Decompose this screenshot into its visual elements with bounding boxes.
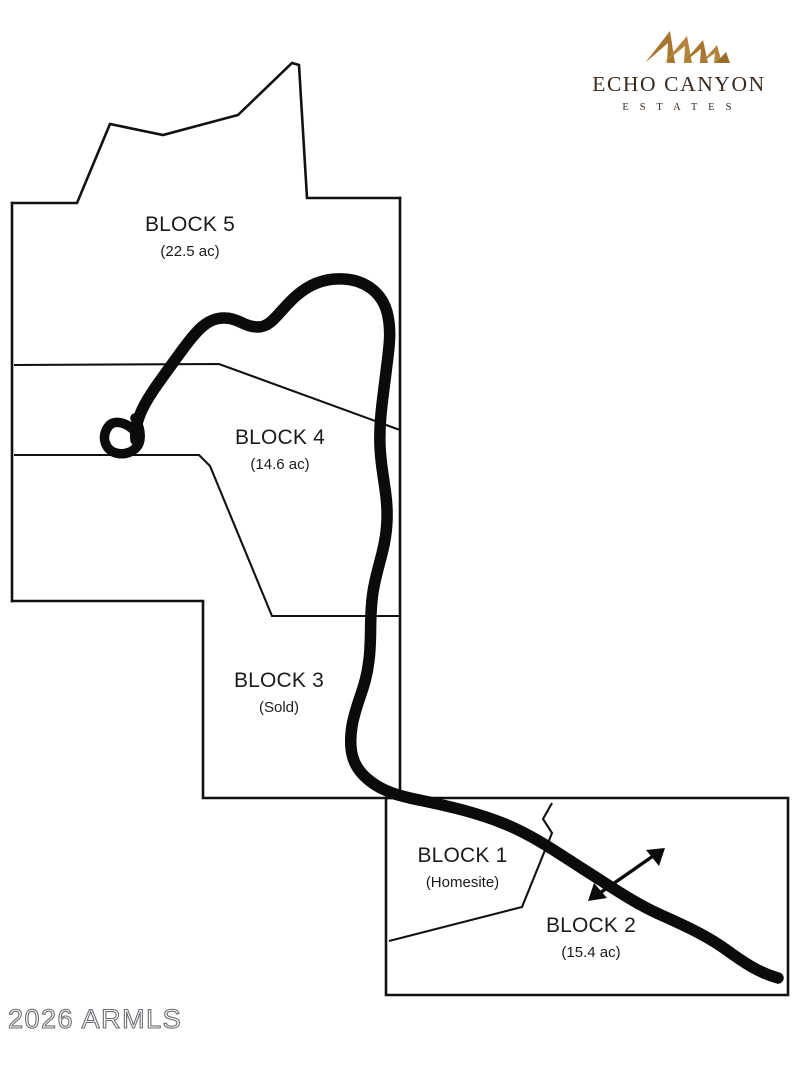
block-4-west-boundary [14, 453, 400, 618]
block-label-block-4: BLOCK 4 (14.6 ac) [214, 425, 346, 474]
block-3-status: (Sold) [258, 698, 299, 716]
brand-logo: ECHO CANYON E S T A T E S [567, 11, 791, 124]
mountain-peaks-icon [645, 31, 730, 63]
block-3-west-boundary [10, 599, 402, 800]
brand-subtitle: E S T A T E S [622, 102, 736, 113]
block-2-acreage: (15.4 ac) [561, 943, 621, 961]
access-road [129, 273, 784, 984]
block-4-title: BLOCK 4 [234, 426, 326, 449]
direction-arrow-shaft [596, 852, 657, 897]
brand-name: ECHO CANYON [592, 72, 766, 96]
block-1-title: BLOCK 1 [417, 844, 508, 867]
direction-arrow [588, 848, 665, 901]
block-1-2-boundary [384, 796, 790, 997]
direction-arrow-head-sw [588, 883, 607, 901]
block-2-title: BLOCK 2 [545, 914, 637, 937]
block-5-title: BLOCK 5 [144, 213, 236, 236]
cul-de-sac-loop [99, 413, 145, 459]
block-label-block-1: BLOCK 1 (Homesite) [400, 843, 525, 892]
block-1-status: (Homesite) [425, 873, 500, 891]
block-1-block-2-divider [388, 802, 554, 943]
block-5-acreage: (22.5 ac) [160, 242, 220, 260]
watermark-text: 2026 ARMLS [7, 1003, 183, 1034]
block-label-block-5: BLOCK 5 (22.5 ac) [124, 212, 256, 261]
block-label-block-3: BLOCK 3 (Sold) [213, 668, 345, 717]
block-5-block-4-divider [13, 362, 401, 431]
block-5-boundary [10, 61, 402, 205]
block-label-block-2: BLOCK 2 (15.4 ac) [525, 913, 657, 962]
block-3-title: BLOCK 3 [233, 669, 325, 692]
block-4-acreage: (14.6 ac) [250, 455, 310, 473]
direction-arrow-head-ne [646, 848, 665, 866]
